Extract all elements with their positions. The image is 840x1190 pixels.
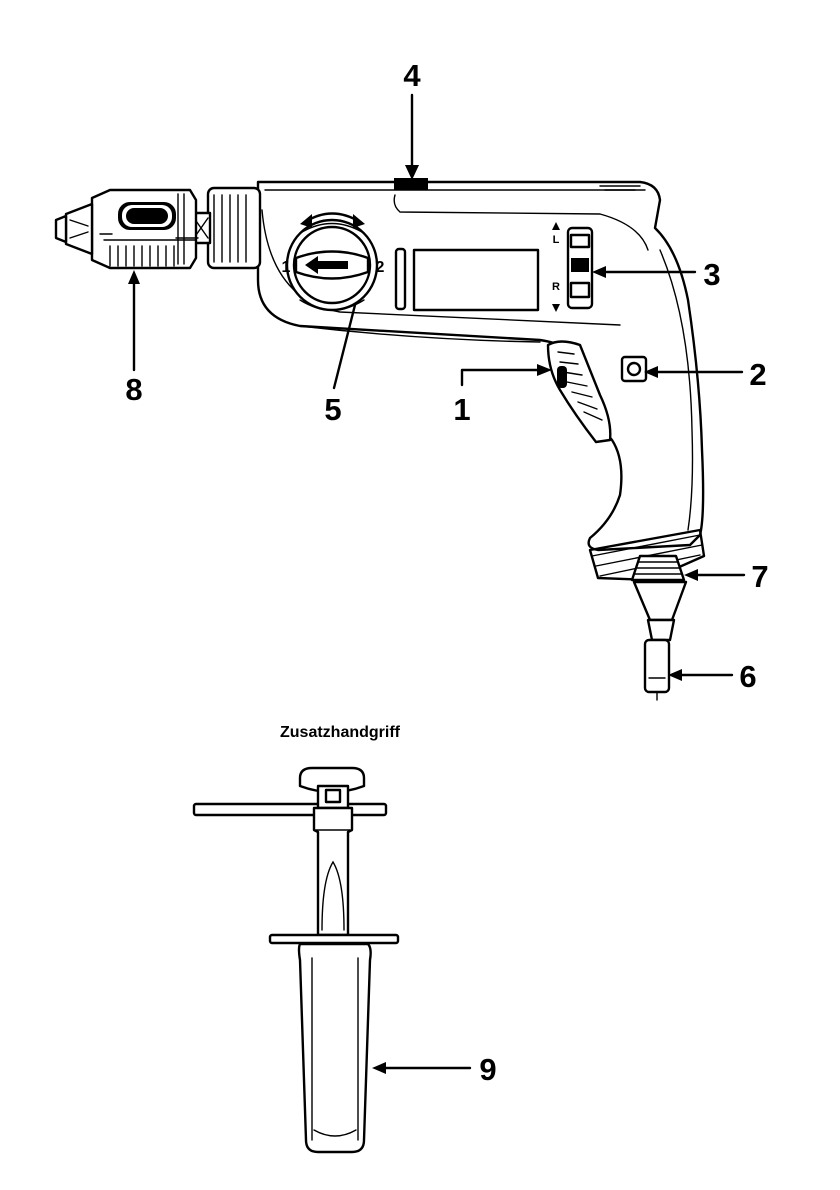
cable-guard-7: [632, 556, 686, 620]
keyless-chuck-8: [56, 190, 198, 268]
label-panel: [414, 250, 538, 310]
selector-mark-2: 2: [376, 259, 385, 276]
callout-1: 1: [453, 392, 470, 427]
callout-5: 5: [324, 392, 341, 427]
selector-mark-1: 1: [282, 259, 291, 276]
callout-4: 4: [403, 58, 421, 93]
power-cable-6: [645, 620, 674, 700]
spindle-collar: [192, 188, 260, 268]
callout-7: 7: [751, 559, 768, 594]
switch-label-r: R: [552, 281, 560, 293]
aux-handle-caption: Zusatzhandgriff: [280, 724, 401, 741]
callout-8: 8: [125, 372, 142, 407]
callout-9: 9: [479, 1052, 496, 1087]
auxiliary-handle-illustration: [194, 768, 398, 1152]
callout-6: 6: [739, 659, 756, 694]
depth-stop-rod: [194, 804, 386, 815]
callout-3: 3: [703, 257, 720, 292]
lock-button-4: [394, 178, 428, 190]
switch-label-l: L: [553, 234, 560, 246]
callout-2: 2: [749, 357, 766, 392]
lock-on-button-2: [622, 357, 646, 381]
drill-illustration: L R 1: [56, 178, 704, 700]
